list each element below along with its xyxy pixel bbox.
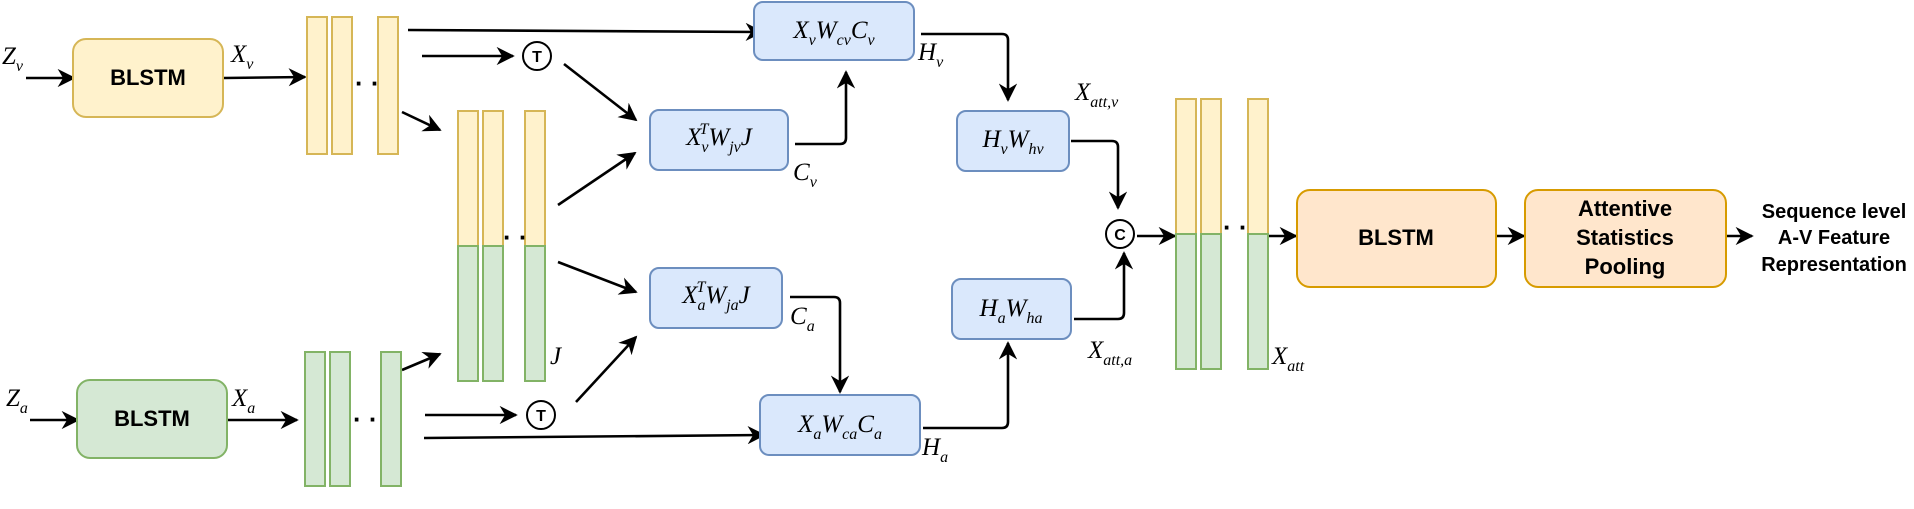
joint-visual-part	[524, 110, 546, 247]
hv-label: Hv	[917, 39, 944, 71]
ha-wha-box	[951, 278, 1072, 340]
xatt-v-label: Xatt,v	[1074, 79, 1119, 111]
joint-sequence-dots: · ·	[503, 222, 528, 252]
joint-to-xatwjaj-arrow	[557, 260, 638, 295]
output-label-line2: A-V Feature	[1778, 227, 1890, 249]
attended-feature-sequence: · ·	[1175, 98, 1269, 370]
zv-label: Zv	[2, 43, 24, 75]
audio-feature-column	[329, 351, 351, 487]
transpose-visual-op	[522, 41, 552, 71]
attended-visual-part	[1200, 98, 1222, 235]
blstm-visual-label: BLSTM	[110, 65, 186, 90]
xa-to-joint-arrow	[401, 351, 442, 372]
visual-feature-column	[377, 16, 399, 155]
xa-wca-ca-box	[759, 394, 921, 456]
audio-feature-sequence: · ·	[304, 351, 402, 487]
xat-wja-j-box	[649, 267, 783, 329]
connectors	[26, 22, 1754, 445]
xv-wcv-cv-formula: XvWcvCv	[792, 17, 875, 49]
joint-visual-part	[457, 110, 479, 247]
transpose-a-to-xatwjaj-arrow	[575, 335, 638, 403]
attended-audio-part	[1175, 233, 1197, 370]
hvwhv-to-concat-arrow	[1071, 139, 1128, 210]
hv-arrow	[921, 32, 1018, 102]
joint-audio-part	[457, 245, 479, 382]
cv-label: Cv	[793, 159, 818, 191]
ca-arrow	[790, 295, 850, 394]
hv-whv-box	[956, 110, 1070, 172]
attended-visual-part	[1247, 98, 1269, 235]
concat-op	[1105, 219, 1135, 249]
joint-feature-sequence: · ·	[457, 110, 546, 382]
concat-label: C	[1114, 227, 1126, 244]
transpose-visual-label: T	[532, 49, 542, 66]
xv-to-joint-arrow	[401, 110, 442, 132]
xv-label: Xv	[230, 41, 254, 73]
za-label: Za	[6, 385, 28, 417]
output-label-line3: Representation	[1761, 254, 1907, 276]
joint-to-xvtwjvj-arrow	[557, 151, 637, 207]
xatt-label: Xatt	[1271, 343, 1305, 375]
attentive-statistics-pooling-box	[1524, 189, 1727, 288]
cv-arrow	[795, 70, 856, 146]
joint-audio-part	[524, 245, 546, 382]
xv-arrow	[223, 68, 307, 87]
audio-feature-column	[380, 351, 402, 487]
audio-feature-column	[304, 351, 326, 487]
ha-arrow	[923, 341, 1018, 430]
transpose-v-to-xvtwjvj-arrow	[563, 62, 638, 122]
ca-label: Ca	[790, 303, 815, 335]
j-label: J	[550, 343, 563, 370]
blstm-visual-box	[72, 38, 224, 118]
xa-label: Xa	[231, 385, 255, 417]
xvt-wjv-j-box	[649, 109, 789, 171]
hv-whv-formula: HvWhv	[981, 126, 1044, 158]
visual-feature-column	[331, 16, 353, 155]
pooling-label-line1: Attentive	[1578, 196, 1672, 221]
xa-wca-ca-formula: XaWcaCa	[797, 411, 882, 443]
xv-wcv-cv-box	[753, 1, 915, 61]
attended-sequence-dots: · ·	[1223, 212, 1248, 242]
ha-wha-formula: HaWha	[979, 295, 1043, 327]
joint-audio-part	[482, 245, 504, 382]
blstm-fusion-box	[1296, 189, 1497, 288]
visual-feature-column	[306, 16, 328, 155]
xv-to-xvwcvcv-arrow	[407, 22, 764, 42]
xa-to-xawcaca-arrow	[423, 426, 766, 445]
output-label-line1: Sequence level	[1762, 201, 1907, 223]
pooling-label-line2: Statistics	[1576, 225, 1674, 250]
pooling-label-line3: Pooling	[1585, 254, 1666, 279]
blstm-audio-box	[76, 379, 228, 459]
transpose-audio-op	[526, 400, 556, 430]
xvt-wjv-j-formula: XvTWjvJ	[685, 121, 754, 156]
blstm-audio-label: BLSTM	[114, 406, 190, 431]
visual-sequence-dots: · ·	[355, 68, 380, 98]
blstm-fusion-label: BLSTM	[1358, 225, 1434, 250]
attended-audio-part	[1200, 233, 1222, 370]
transpose-audio-label: T	[536, 408, 546, 425]
attended-audio-part	[1247, 233, 1269, 370]
attended-visual-part	[1175, 98, 1197, 235]
xat-wja-j-formula: XaTWjaJ	[681, 279, 751, 314]
audio-sequence-dots: · ·	[353, 404, 378, 434]
ha-label: Ha	[921, 434, 948, 466]
xatt-a-label: Xatt,a	[1087, 337, 1132, 369]
visual-feature-sequence: · ·	[306, 16, 399, 155]
hawha-to-concat-arrow	[1074, 251, 1134, 321]
joint-visual-part	[482, 110, 504, 247]
